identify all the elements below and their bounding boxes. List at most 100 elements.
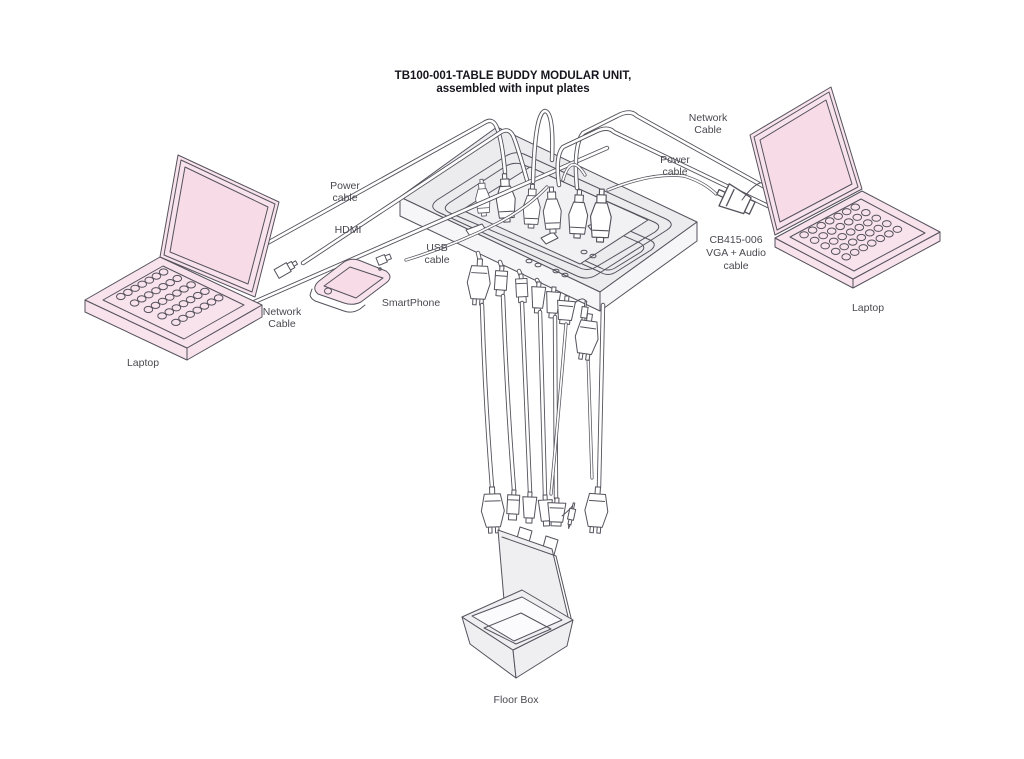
label-network-cable-right: Cable: [694, 124, 722, 136]
keyboard-key: [799, 231, 809, 239]
keyboard-key: [116, 292, 126, 301]
label-network-cable-left: Cable: [268, 318, 296, 330]
keyboard-key: [144, 276, 155, 284]
floor-box-opening: [471, 596, 563, 642]
keyboard-key: [150, 301, 161, 309]
keyboard-key: [213, 294, 224, 302]
laptop-right-base: [774, 190, 941, 280]
keyboard-key: [852, 213, 863, 221]
keyboard-key: [185, 296, 196, 304]
laptop-right-screen: [759, 99, 853, 223]
label-network-cable-left: Network: [263, 306, 302, 318]
keyboard-key: [849, 248, 860, 256]
rj45-connector: [493, 265, 509, 297]
laptop-left-keyboard: [116, 268, 224, 326]
keyboard-key: [845, 228, 856, 236]
keyboard-key: [824, 217, 835, 225]
smartphone-home-button: [324, 287, 332, 295]
keyboard-key: [807, 226, 818, 234]
keyboard-key: [130, 284, 140, 292]
labels: TB100-001-TABLE BUDDY MODULAR UNIT, asse…: [127, 70, 884, 706]
keyboard-key: [157, 312, 167, 320]
keyboard-key: [884, 230, 894, 238]
keyboard-key: [192, 306, 203, 314]
label-cb415: VGA + Audio: [706, 247, 766, 259]
power-plug-connector: [465, 257, 492, 307]
keyboard-key: [861, 209, 871, 217]
plate-port-bracket: [540, 231, 559, 245]
keyboard-key: [157, 297, 168, 305]
diagram-title-line1: TB100-001-TABLE BUDDY MODULAR UNIT,: [395, 70, 632, 82]
keyboard-key: [164, 308, 175, 316]
label-power-cable-left: cable: [332, 192, 357, 204]
keyboard-key: [129, 299, 140, 307]
keyboard-key: [816, 221, 827, 230]
audio-jack-connector: [565, 501, 578, 530]
label-hdmi: HDMI: [335, 224, 362, 236]
under-table-connectors: [465, 250, 610, 535]
label-power-cable-right: Power: [660, 154, 690, 166]
label-network-cable-right: Network: [689, 112, 728, 124]
smartphone: [309, 258, 391, 313]
keyboard-key: [164, 293, 175, 301]
laptop-left: [84, 154, 280, 361]
keyboard-key: [826, 227, 837, 235]
vga-connector: [712, 180, 759, 220]
laptop-left-keyboard-outline: [102, 265, 245, 340]
label-laptop-left: Laptop: [127, 357, 159, 369]
keyboard-key: [875, 234, 886, 243]
keyboard-key: [858, 244, 869, 252]
keyboard-key: [172, 274, 183, 283]
keyboard-key: [856, 233, 867, 242]
rj45-connector: [505, 489, 521, 521]
usb-connector: [514, 273, 529, 304]
hdmi-plug-left: [273, 260, 299, 279]
keyboard-key: [835, 222, 846, 231]
keyboard-key: [867, 239, 877, 247]
keyboard-key: [178, 300, 189, 308]
smartphone-side: [309, 288, 366, 313]
table-front-right-face: [599, 221, 698, 312]
laptop-right-keyboard-outline: [789, 198, 926, 272]
keyboard-key: [171, 318, 181, 326]
power-plug-connector: [582, 485, 610, 535]
keyboard-key: [179, 285, 189, 293]
keyboard-key: [158, 268, 169, 276]
keyboard-key: [847, 238, 858, 246]
keyboard-key: [199, 302, 210, 310]
keyboard-key: [178, 314, 188, 322]
smartphone-screen: [323, 266, 384, 299]
vga-audio-assembly: [712, 156, 780, 220]
audio-jack-wire: [741, 182, 761, 201]
hdmi-connector: [529, 281, 547, 314]
keyboard-key: [143, 305, 154, 314]
label-smartphone: SmartPhone: [382, 297, 441, 309]
keyboard-key: [892, 225, 903, 233]
power-plug-connector: [480, 486, 506, 534]
keyboard-key: [873, 224, 884, 232]
keyboard-key: [193, 291, 203, 300]
label-power-cable-left: Power: [330, 180, 360, 192]
diagram-title-line2: assembled with input plates: [436, 83, 589, 95]
label-usb-cable: USB: [426, 242, 448, 254]
keyboard-key: [865, 229, 875, 237]
keyboard-key: [837, 233, 848, 241]
keyboard-key: [843, 218, 854, 226]
label-floor-box: Floor Box: [494, 694, 540, 706]
usb-plug: [375, 253, 392, 266]
keyboard-key: [136, 295, 147, 303]
hdmi-connector: [521, 491, 538, 524]
keyboard-key: [151, 272, 162, 280]
smartphone-camera-dot: [378, 267, 382, 271]
power-plug-connector: [571, 311, 602, 362]
plate-screw-slots: [525, 249, 597, 278]
keyboard-key: [828, 237, 839, 245]
keyboard-key: [841, 253, 852, 261]
cables: [249, 108, 775, 306]
label-power-cable-right: cable: [662, 166, 687, 178]
keyboard-key: [185, 310, 195, 318]
keyboard-key: [871, 214, 882, 222]
keyboard-key: [172, 289, 182, 297]
